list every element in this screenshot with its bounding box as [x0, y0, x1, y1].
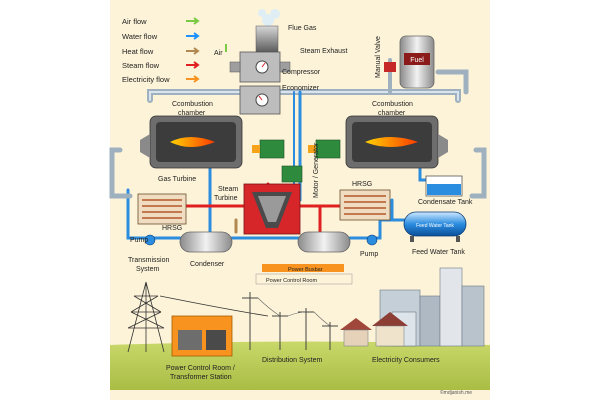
combustion-chamber-right: Ccombustion chamber	[345, 101, 448, 169]
legend-label-water: Water flow	[122, 32, 158, 41]
feed-water-tank: Feed Water Tank Feed Water Tank	[403, 211, 467, 256]
steam-turbine-label-1: Steam	[218, 186, 238, 193]
hrsg-right-label: HRSG	[352, 181, 372, 188]
legend-item-steam: Steam flow	[122, 61, 200, 70]
transmission-label-1: Transmission	[128, 257, 169, 264]
combustion-right-label-1: Ccombustion	[372, 101, 413, 108]
pump-left-label: Pump	[130, 237, 148, 244]
hrsg-left-label: HRSG	[162, 225, 182, 232]
fuel-tank: Fuel	[399, 35, 435, 89]
combustion-left-label-2: chamber	[178, 110, 206, 117]
steam-turbine-label-2: Turbine	[214, 195, 238, 202]
fuel-label: Fuel	[410, 57, 424, 64]
flame-icon	[365, 137, 418, 147]
compressor-label: Compressor	[282, 69, 321, 76]
air-label: Air	[214, 50, 223, 57]
generator-left	[252, 139, 285, 159]
arrow-icon	[186, 61, 200, 69]
economizer-unit: Economizer	[239, 85, 320, 115]
condensate-tank-label: Condensate Tank	[418, 199, 473, 206]
power-busbar-label: Power Busbar	[288, 267, 323, 273]
arrow-icon	[186, 75, 200, 83]
legend-item-electricity: Electricity flow	[122, 75, 200, 84]
manual-valve-label: Manual Valve	[375, 36, 382, 78]
hrsg-right: HRSG	[339, 181, 391, 221]
pcr-station-label-1: Power Control Room /	[166, 365, 235, 372]
feed-water-tank-label: Feed Water Tank	[412, 249, 465, 256]
legend-item-air: Air flow	[122, 17, 200, 26]
valve-icon[interactable]	[384, 62, 396, 72]
generator-right	[308, 139, 341, 159]
legend-label-electricity: Electricity flow	[122, 75, 170, 84]
distribution-poles	[242, 292, 338, 350]
steam-exhaust-label: Steam Exhaust	[300, 48, 348, 55]
arrow-icon	[186, 32, 200, 40]
gas-turbine-label: Gas Turbine	[158, 176, 196, 183]
power-busbar: Power Busbar	[262, 264, 344, 273]
pump-left: Pump	[130, 234, 156, 246]
hrsg-left: HRSG	[137, 193, 187, 232]
legend: Air flow Water flow Heat flow Steam flow…	[122, 17, 200, 84]
arrow-icon	[186, 47, 200, 55]
power-control-room-header: Power Control Room	[255, 273, 353, 285]
condensate-tank: Condensate Tank	[418, 175, 473, 206]
distribution-system-label: Distribution System	[262, 357, 322, 364]
combustion-left-label-1: Ccombustion	[172, 101, 213, 108]
pump-right-label: Pump	[360, 251, 378, 258]
flue-gas-label: Flue Gas	[288, 25, 317, 32]
consumer-buildings	[340, 267, 485, 347]
legend-item-water: Water flow	[122, 32, 200, 41]
combustion-right-label-2: chamber	[378, 110, 406, 117]
condenser: Condenser	[179, 231, 233, 268]
pump-right: Pump	[360, 234, 378, 258]
condenser-label: Condenser	[190, 261, 225, 268]
power-control-room-label: Power Control Room	[266, 278, 317, 284]
condenser-right-tank	[297, 231, 351, 253]
transmission-tower	[127, 281, 269, 353]
compressor-unit: Compressor	[229, 51, 321, 83]
legend-label-steam: Steam flow	[122, 61, 160, 70]
transformer-station: Power Control Room / Transformer Station	[166, 315, 235, 381]
combustion-chamber-left: Ccombustion chamber	[140, 101, 243, 169]
legend-label-heat: Heat flow	[122, 47, 154, 56]
arrow-icon	[186, 17, 200, 25]
generator-center	[281, 165, 303, 183]
steam-turbine	[243, 183, 301, 235]
electricity-consumers-label: Electricity Consumers	[372, 357, 440, 364]
transmission-label-2: System	[136, 266, 160, 273]
feed-water-tank-inner-label: Feed Water Tank	[416, 223, 454, 229]
economizer-label: Economizer	[282, 85, 320, 92]
flue-stack: Flue Gas	[255, 9, 317, 53]
motor-generator-label: Motor / Generator	[313, 142, 320, 198]
legend-label-air: Air flow	[122, 17, 147, 26]
flame-icon	[170, 137, 215, 147]
legend-item-heat: Heat flow	[122, 47, 200, 56]
watermark: ©mdjanish.me	[440, 389, 472, 396]
pcr-station-label-2: Transformer Station	[170, 374, 232, 381]
